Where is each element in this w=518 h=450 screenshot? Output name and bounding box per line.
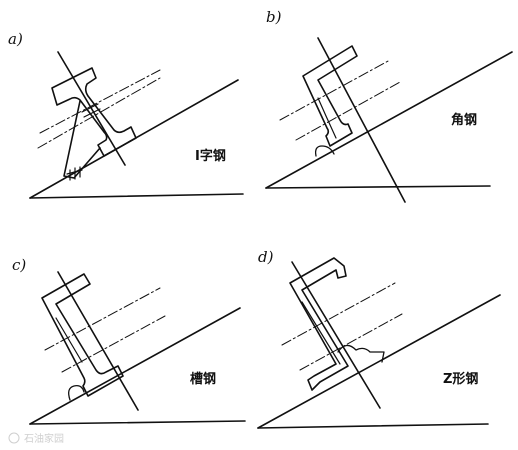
panel-c-base-line	[29, 420, 246, 425]
panel-a-stiffener	[63, 100, 101, 179]
panel-a-bolt-1	[81, 103, 99, 113]
panel-b-base-line	[265, 185, 491, 189]
panel-a-centerline-1	[37, 77, 161, 149]
panel-a-centerline-2	[39, 69, 161, 134]
panel-d-letter: d)	[258, 248, 274, 266]
panel-a-bolt-2	[83, 108, 101, 118]
panel-a-base-line	[29, 193, 244, 199]
panel-d: d) Z形钢	[257, 248, 501, 429]
panel-a: a) I字钢	[8, 30, 244, 199]
panel-a-letter: a)	[8, 30, 23, 48]
panel-d-z-section	[289, 257, 349, 391]
panel-b-angle-inner	[317, 97, 337, 139]
panel-b-centerline-1	[279, 59, 391, 121]
panel-d-label: Z形钢	[443, 371, 478, 387]
panel-c-centerline-1	[44, 287, 161, 351]
panel-d-centerline-1	[281, 282, 396, 346]
panel-b-letter: b)	[266, 8, 282, 26]
watermark-text: 石油家园	[24, 432, 64, 445]
panel-d-beam-axis	[291, 261, 381, 409]
panel-c-centerline-2	[61, 315, 166, 373]
panel-d-centerline-2	[299, 313, 403, 371]
panel-c: c) 槽钢	[12, 256, 246, 425]
watermark: 石油家园	[8, 432, 64, 445]
panel-b-beam-axis	[317, 37, 406, 203]
panel-b-weld	[314, 145, 335, 157]
panel-d-z-inner	[301, 301, 341, 365]
panel-c-channel-section	[41, 273, 124, 397]
panel-d-slope-line	[257, 294, 501, 429]
panel-b-centerline-2	[295, 81, 401, 141]
panel-c-channel-inner	[55, 317, 83, 363]
panel-b: b) 角钢	[265, 8, 513, 203]
panel-a-label: I字钢	[195, 148, 226, 164]
panel-c-letter: c)	[12, 256, 26, 274]
panel-c-weld	[68, 384, 85, 401]
panel-b-label: 角钢	[451, 112, 477, 128]
panel-a-i-beam-section	[51, 67, 137, 157]
panel-a-beam-axis	[57, 51, 126, 166]
panel-b-slope-line	[265, 51, 513, 189]
panel-d-base-line	[257, 423, 489, 429]
panel-c-label: 槽钢	[190, 371, 216, 387]
panel-b-angle-section	[302, 45, 358, 147]
panel-c-slope-line	[29, 307, 241, 425]
panel-d-weld	[337, 344, 385, 363]
